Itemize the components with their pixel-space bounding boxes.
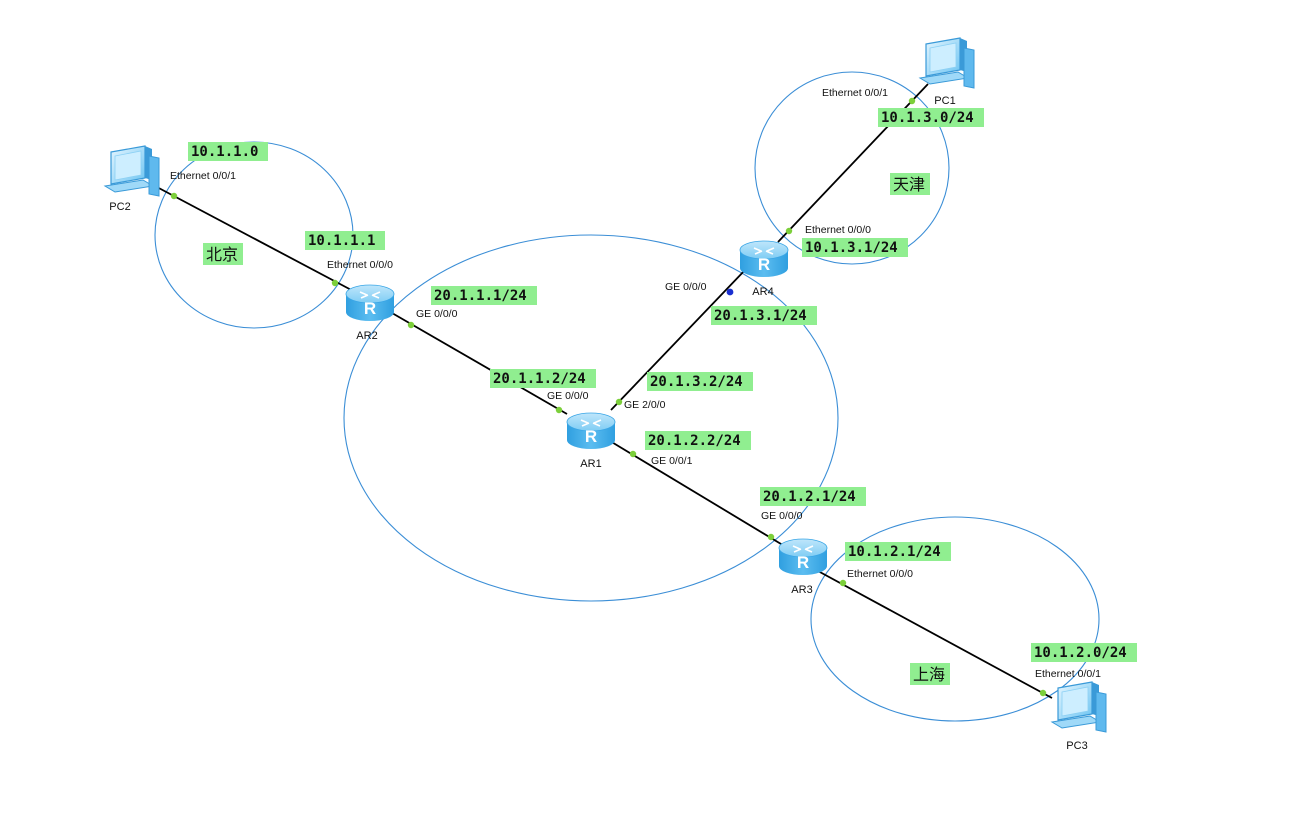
port-label-ar2-eth: Ethernet 0/0/0	[327, 259, 393, 271]
port-label-ar1-ge200: GE 2/0/0	[624, 399, 666, 411]
port-label-ar1-ge001: GE 0/0/1	[651, 455, 693, 467]
svg-text:10.1.1.0: 10.1.1.0	[191, 144, 258, 160]
svg-text:10.1.3.0/24: 10.1.3.0/24	[881, 110, 974, 126]
svg-text:10.1.1.1: 10.1.1.1	[308, 233, 375, 249]
port-dot[interactable]	[170, 192, 178, 200]
link-ar1-ar4	[610, 268, 747, 411]
port-dot[interactable]	[407, 321, 415, 329]
svg-text:天津: 天津	[893, 175, 925, 194]
ar1-label: AR1	[580, 458, 601, 470]
ip-label-ar4-eth: 10.1.3.1/24	[802, 238, 908, 257]
port-dot[interactable]	[908, 97, 916, 105]
ip-label-ar4-ge: 20.1.3.1/24	[711, 306, 817, 325]
port-dot[interactable]	[785, 227, 793, 235]
ip-label-ar2-ge: 20.1.1.1/24	[431, 286, 537, 305]
port-label-ar2-ge: GE 0/0/0	[416, 308, 458, 320]
shanghai-zone-circle	[810, 516, 1100, 722]
port-label-ar1-ge000: GE 0/0/0	[547, 390, 589, 402]
port-label-pc2-eth: Ethernet 0/0/1	[170, 170, 236, 182]
ip-label-ar1-ge200: 20.1.3.2/24	[647, 372, 753, 391]
port-label-ar3-ge: GE 0/0/0	[761, 510, 803, 522]
tianjin-zone-circle	[754, 71, 950, 265]
port-label-ar3-eth: Ethernet 0/0/0	[847, 568, 913, 580]
pc3-icon[interactable]	[1051, 681, 1107, 733]
port-dot[interactable]	[1039, 689, 1047, 697]
svg-text:20.1.1.2/24: 20.1.1.2/24	[493, 371, 586, 387]
svg-text:20.1.2.1/24: 20.1.2.1/24	[763, 489, 856, 505]
region-label-tianjin: 天津	[890, 173, 930, 195]
pc1-icon[interactable]	[919, 37, 975, 89]
port-label-pc1-eth: Ethernet 0/0/1	[822, 87, 888, 99]
ip-label-pc3-net: 10.1.2.0/24	[1031, 643, 1137, 662]
port-dot[interactable]	[767, 533, 775, 541]
svg-text:10.1.2.1/24: 10.1.2.1/24	[848, 544, 941, 560]
ar4-label: AR4	[752, 286, 773, 298]
ar3-router-icon[interactable]	[778, 538, 828, 576]
svg-text:20.1.3.1/24: 20.1.3.1/24	[714, 308, 807, 324]
port-dot-active[interactable]	[726, 288, 734, 296]
port-dot[interactable]	[555, 406, 563, 414]
pc3-label: PC3	[1066, 740, 1087, 752]
ar4-router-icon[interactable]	[739, 240, 789, 278]
link-ar3-pc3	[817, 570, 1053, 699]
port-label-ar4-eth: Ethernet 0/0/0	[805, 224, 871, 236]
ip-label-ar3-eth: 10.1.2.1/24	[845, 542, 951, 561]
svg-text:北京: 北京	[206, 245, 238, 264]
svg-text:20.1.1.1/24: 20.1.1.1/24	[434, 288, 527, 304]
link-ar2-ar1	[391, 312, 568, 415]
region-label-shanghai: 上海	[910, 663, 950, 685]
ip-label-ar2-eth: 10.1.1.1	[305, 231, 385, 250]
link-pc2-ar2	[154, 185, 358, 294]
ip-label-ar1-ge000: 20.1.1.2/24	[490, 369, 596, 388]
pc2-icon[interactable]	[104, 145, 160, 197]
ip-label-pc1-net: 10.1.3.0/24	[878, 108, 984, 127]
pc1-label: PC1	[934, 95, 955, 107]
port-dot[interactable]	[331, 279, 339, 287]
port-dot[interactable]	[615, 398, 623, 406]
ip-label-ar3-ge: 20.1.2.1/24	[760, 487, 866, 506]
region-label-beijing: 北京	[203, 243, 243, 265]
ar3-label: AR3	[791, 584, 812, 596]
link-ar1-ar3	[609, 440, 787, 548]
svg-text:20.1.2.2/24: 20.1.2.2/24	[648, 433, 741, 449]
wan-zone-circle	[343, 234, 839, 602]
link-ar4-pc1	[777, 83, 929, 243]
port-dot[interactable]	[839, 579, 847, 587]
svg-text:上海: 上海	[913, 665, 945, 684]
ip-label-ar1-ge001: 20.1.2.2/24	[645, 431, 751, 450]
ar2-router-icon[interactable]	[345, 284, 395, 322]
pc2-label: PC2	[109, 201, 130, 213]
port-dot[interactable]	[629, 450, 637, 458]
svg-text:10.1.2.0/24: 10.1.2.0/24	[1034, 645, 1127, 661]
svg-text:10.1.3.1/24: 10.1.3.1/24	[805, 240, 898, 256]
port-label-pc3-eth: Ethernet 0/0/1	[1035, 668, 1101, 680]
svg-text:20.1.3.2/24: 20.1.3.2/24	[650, 374, 743, 390]
ar2-label: AR2	[356, 330, 377, 342]
ar1-router-icon[interactable]	[566, 412, 616, 450]
ip-label-pc2-net: 10.1.1.0	[188, 142, 268, 161]
port-label-ar4-ge: GE 0/0/0	[665, 281, 707, 293]
